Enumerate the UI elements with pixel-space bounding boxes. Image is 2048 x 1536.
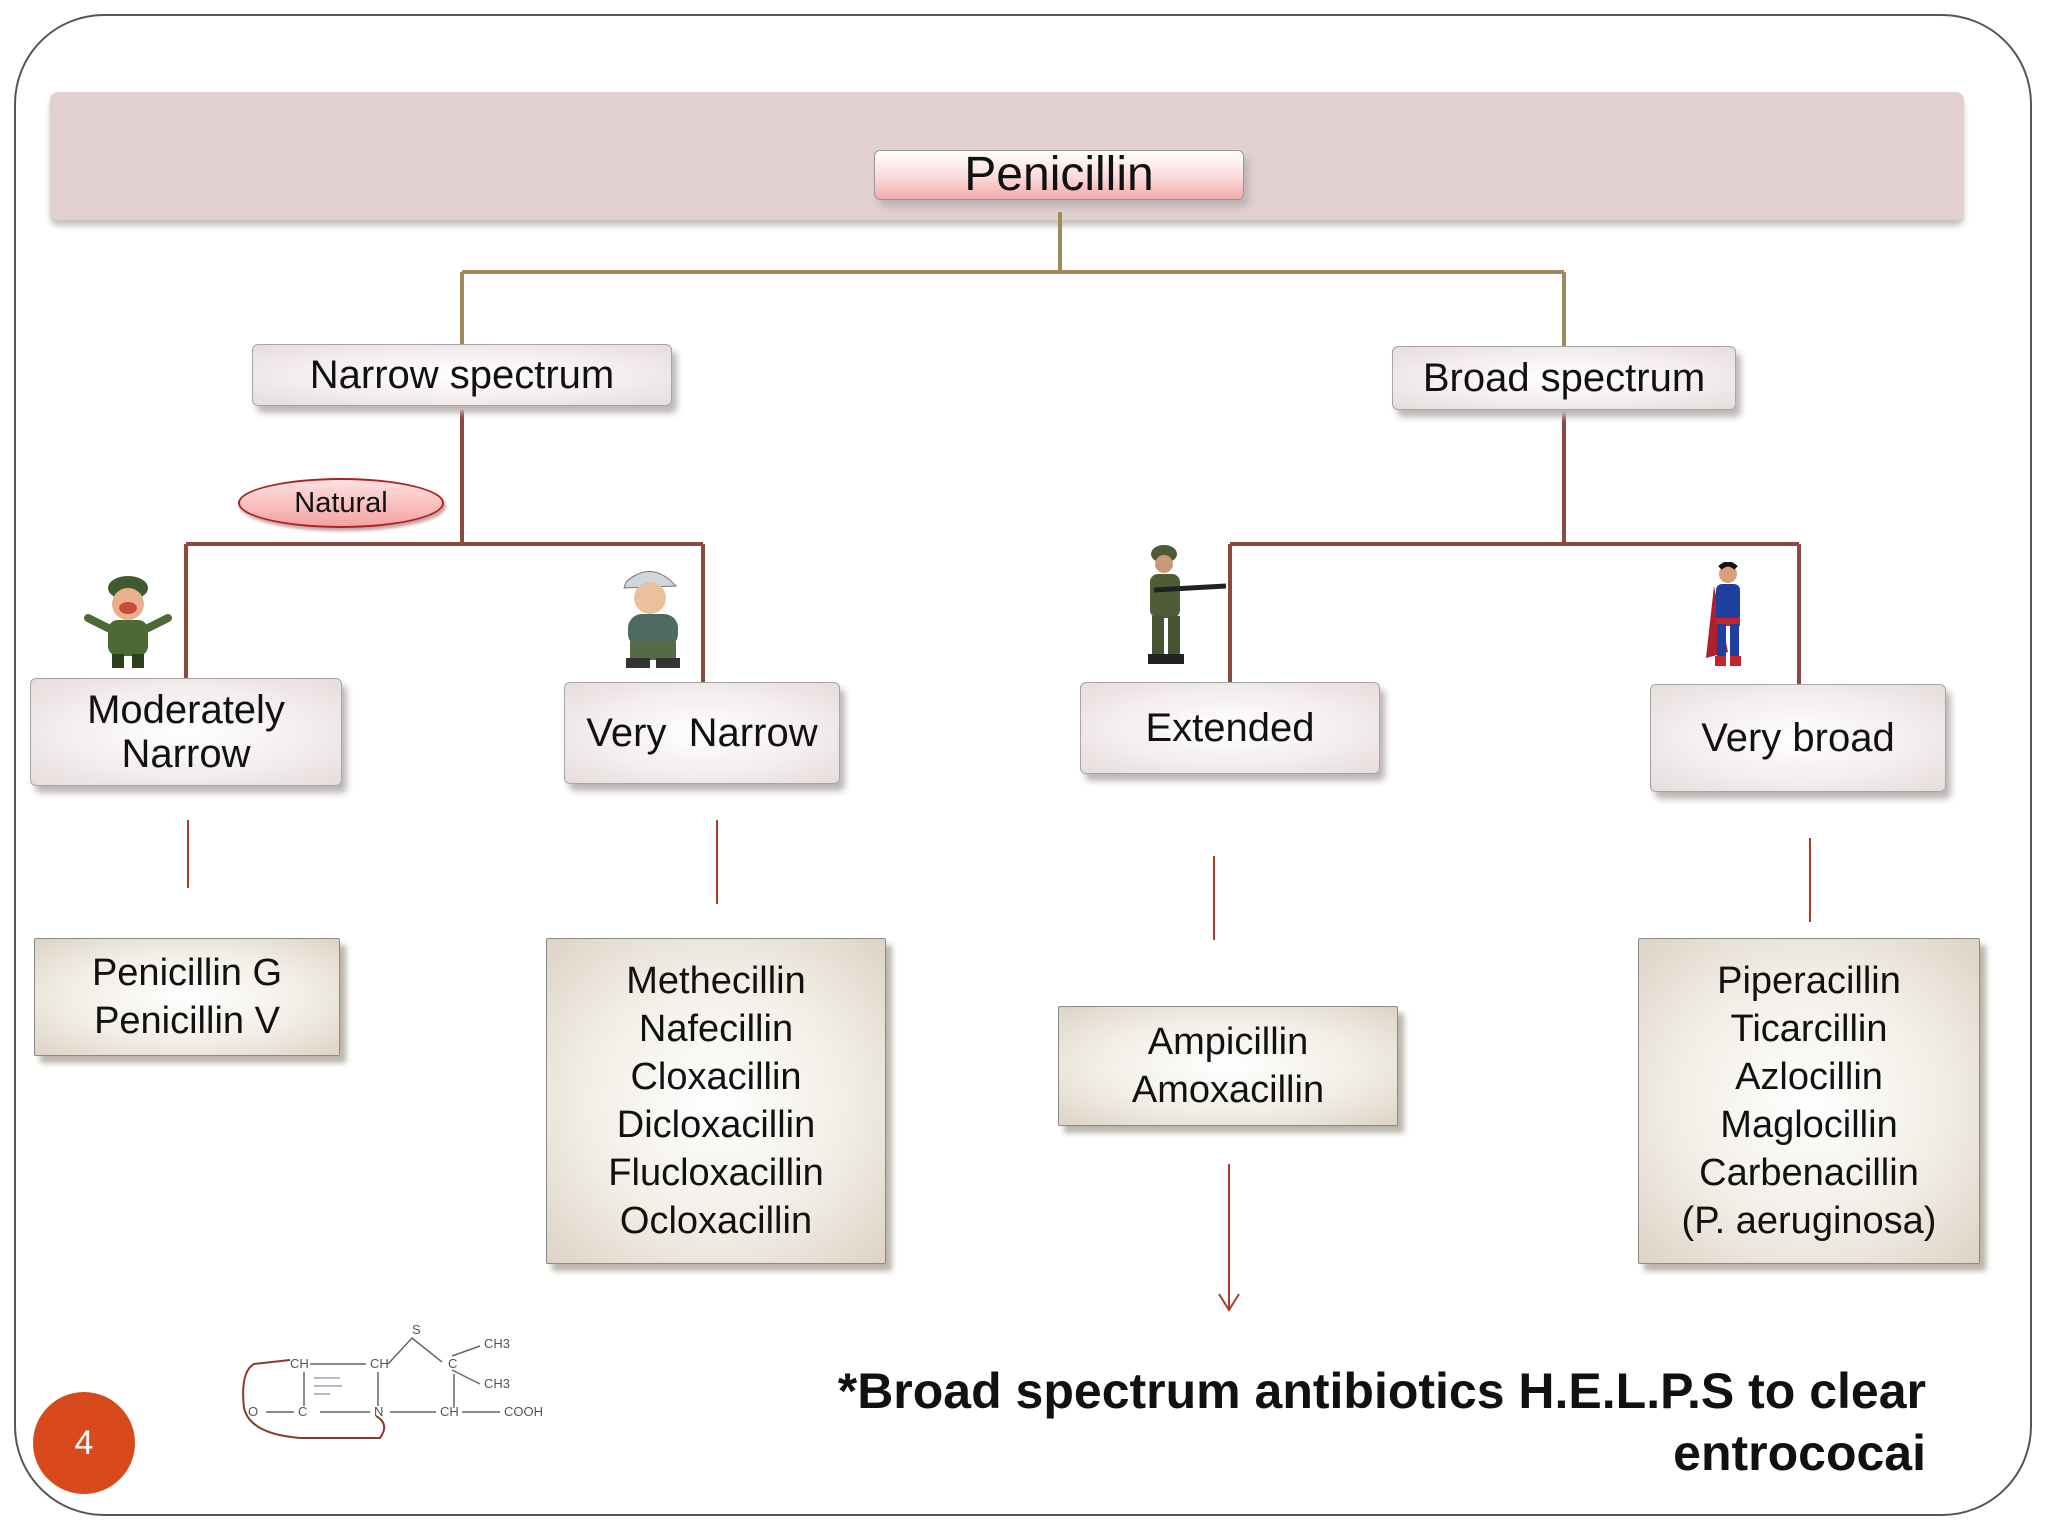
page-number-badge: 4 (33, 1392, 135, 1494)
very-broad-node: Very broad (1650, 684, 1946, 792)
drug-item: Nafecillin (638, 1008, 794, 1050)
superhero-icon (1706, 562, 1741, 666)
drug-item: (P. aeruginosa) (1681, 1200, 1937, 1242)
moderately-narrow-line-2: Narrow (121, 732, 251, 776)
narrow-spectrum-label: Narrow spectrum (309, 353, 615, 397)
moderately-narrow-node: Moderately Narrow (30, 678, 342, 786)
arrow-head (1218, 1293, 1240, 1312)
extended-label: Extended (1145, 706, 1315, 750)
farmer-cartoon-icon (623, 571, 680, 668)
soldier-cartoon-icon (84, 576, 172, 668)
root-label: Penicillin (964, 148, 1154, 201)
structure-atom: CH (370, 1356, 389, 1371)
structure-atom: O (248, 1404, 258, 1419)
structure-atom: CH (440, 1404, 459, 1419)
drug-item: Ocloxacillin (619, 1200, 813, 1242)
drug-item: Ampicillin (1147, 1021, 1309, 1063)
structure-atom: C (298, 1404, 307, 1419)
broad-spectrum-node: Broad spectrum (1392, 346, 1736, 410)
natural-tag: Natural (238, 478, 444, 528)
extended-node: Extended (1080, 682, 1380, 774)
structure-atom: S (412, 1322, 421, 1337)
very-broad-label: Very broad (1701, 716, 1895, 760)
rifleman-soldier-icon (1148, 545, 1227, 664)
note-line-1: *Broad spectrum antibiotics H.E.L.P.S to… (837, 1363, 1926, 1419)
very-narrow-label: Very Narrow (586, 711, 818, 755)
structure-atom: CH3 (484, 1336, 510, 1351)
drug-item: Dicloxacillin (616, 1104, 816, 1146)
drug-item: Cloxacillin (630, 1056, 802, 1098)
drug-item: Penicillin V (94, 1000, 280, 1042)
structure-atom: CH (290, 1356, 309, 1371)
structure-atom: CH3 (484, 1376, 510, 1391)
page-number: 4 (74, 1423, 94, 1462)
drugs-very-narrow: Methecillin Nafecillin Cloxacillin Diclo… (546, 938, 886, 1264)
drugs-moderately-narrow: Penicillin G Penicillin V (34, 938, 340, 1056)
very-narrow-node: Very Narrow (564, 682, 840, 784)
drug-item: Maglocillin (1720, 1104, 1898, 1146)
structure-atom: COOH (504, 1404, 543, 1419)
drug-item: Carbenacillin (1699, 1152, 1919, 1194)
drug-item: Piperacillin (1717, 960, 1901, 1002)
structure-atom: N (374, 1404, 383, 1419)
note-line-2: entrococai (1673, 1425, 1926, 1481)
connector-broad-branch (1228, 412, 1801, 686)
drugs-extended: Ampicillin Amoxacillin (1058, 1006, 1398, 1126)
broad-spectrum-label: Broad spectrum (1422, 356, 1706, 400)
bottom-note: *Broad spectrum antibiotics H.E.L.P.S to… (780, 1360, 1926, 1484)
natural-tag-label: Natural (294, 486, 388, 519)
drug-item: Amoxacillin (1131, 1069, 1325, 1111)
moderately-narrow-line-1: Moderately (87, 688, 285, 732)
connector-narrow-branch (184, 410, 705, 684)
slide-frame (14, 14, 2032, 1516)
structure-atom: C (448, 1356, 457, 1371)
drug-item: Ticarcillin (1730, 1008, 1888, 1050)
narrow-spectrum-node: Narrow spectrum (252, 344, 672, 406)
penicillin-structure-diagram: S CH3 CH3 CH CH C O C N CH COOH (242, 1322, 543, 1439)
drugs-very-broad: Piperacillin Ticarcillin Azlocillin Magl… (1638, 938, 1980, 1264)
drug-item: Flucloxacillin (608, 1152, 824, 1194)
connector-root-to-categories (460, 212, 1566, 348)
drug-item: Azlocillin (1735, 1056, 1883, 1098)
drug-item: Penicillin G (91, 952, 283, 994)
drug-item: Methecillin (626, 960, 806, 1002)
root-node: Penicillin (874, 150, 1244, 200)
